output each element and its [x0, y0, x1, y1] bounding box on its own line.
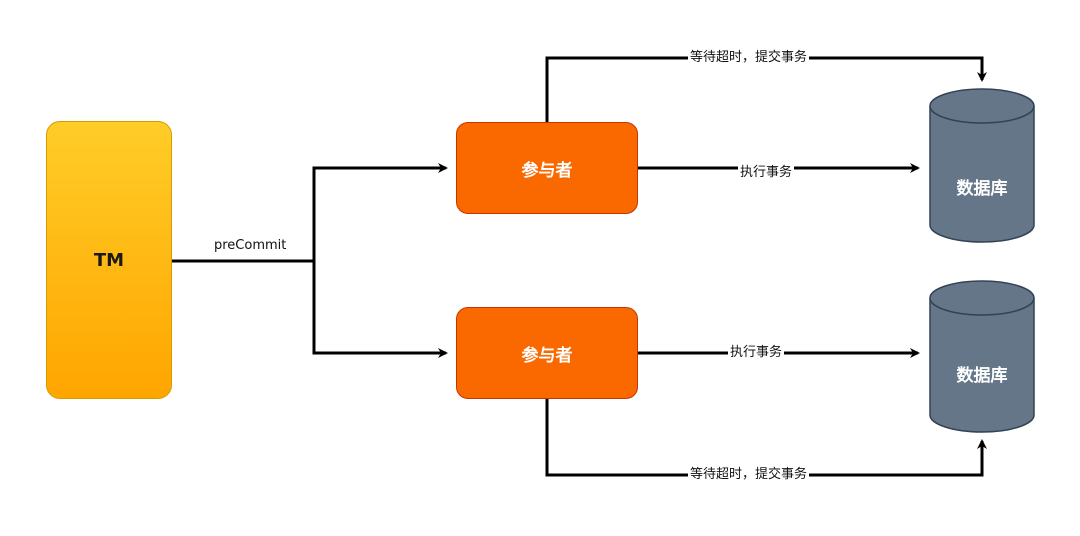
participant-2-label: 参与者 [521, 345, 573, 366]
timeout-commit-edge-1 [545, 56, 987, 122]
precommit-label: preCommit [212, 238, 289, 254]
participant-1-label: 参与者 [521, 160, 573, 181]
precommit-edge-to-participant-1 [312, 163, 448, 261]
database-1: 数据库 [929, 88, 1035, 243]
timeout-commit-label-1: 等待超时，提交事务 [688, 50, 810, 66]
tm-label: TM [93, 249, 125, 271]
precommit-edge-to-participant-2 [312, 261, 448, 358]
tm-node: TM [46, 121, 172, 399]
timeout-commit-edge-2 [545, 399, 987, 477]
timeout-commit-label-2: 等待超时，提交事务 [688, 467, 810, 483]
participant-node-2: 参与者 [456, 307, 638, 399]
database-1-label: 数据库 [957, 178, 1008, 199]
execute-label-1: 执行事务 [738, 165, 795, 181]
database-2: 数据库 [929, 280, 1035, 433]
execute-label-2: 执行事务 [728, 345, 785, 361]
participant-node-1: 参与者 [456, 122, 638, 214]
database-2-label: 数据库 [957, 365, 1008, 386]
